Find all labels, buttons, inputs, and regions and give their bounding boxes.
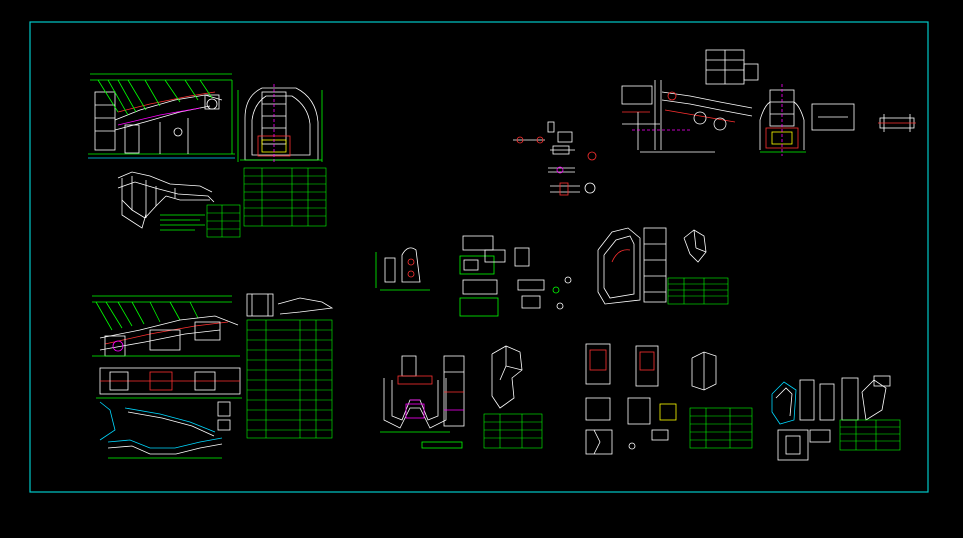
bracket-detail [246, 293, 334, 317]
frame-side-view [597, 227, 667, 305]
parts-table-1 [206, 204, 241, 238]
lower-elevation-view [92, 295, 240, 357]
side-elevation-view [88, 73, 235, 159]
hopper-detail-views [585, 343, 677, 455]
isometric-assembly [117, 171, 215, 229]
lower-section-view [96, 367, 242, 399]
notes-block-1 [160, 214, 205, 231]
hopper-section-view [380, 355, 465, 449]
title-plate-detail [811, 103, 855, 131]
conveyor-elevation-view [621, 49, 759, 153]
chute-isometric [683, 229, 707, 263]
chute-side-views [771, 375, 891, 461]
small-isometric-box [691, 351, 717, 391]
detail-parts-lower-left [99, 401, 231, 459]
conveyor-front-view [759, 84, 806, 156]
parts-table-right-lower [689, 407, 753, 449]
center-bracket-views [375, 235, 572, 317]
small-parts-cluster [513, 121, 597, 196]
hopper-isometric [491, 345, 523, 409]
drawing-border [29, 21, 929, 493]
parts-table-hopper [483, 413, 543, 449]
parts-table-center [667, 277, 729, 305]
roller-side-detail [878, 114, 916, 132]
front-view-housing [237, 84, 323, 164]
parts-table-bottom-right [839, 419, 901, 451]
bill-of-materials-2 [246, 319, 333, 439]
bill-of-materials-1 [243, 167, 327, 227]
